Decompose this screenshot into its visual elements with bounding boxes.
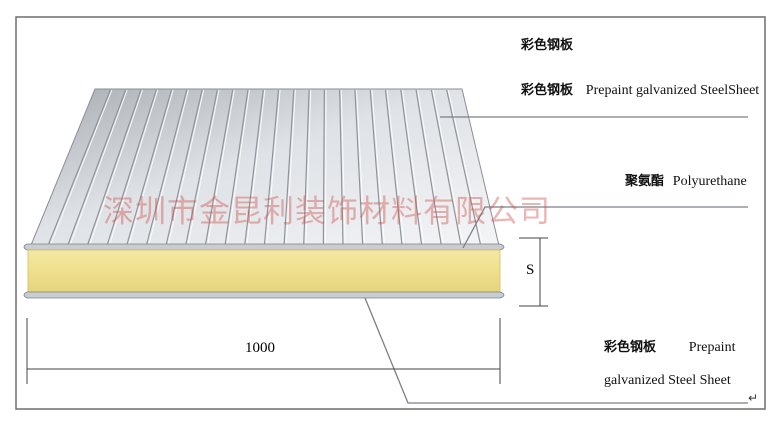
rib-line [106, 89, 157, 245]
rib-highlight [246, 89, 266, 245]
rib-highlight [187, 89, 220, 245]
rib-line [87, 89, 142, 245]
label-core-en: Polyurethane [672, 174, 747, 189]
rib-line [400, 89, 423, 245]
width-dimension [26, 318, 501, 384]
rib-highlight [168, 89, 205, 245]
rib-highlight [305, 89, 312, 245]
rib-line [384, 89, 403, 245]
thickness-label: S [526, 262, 535, 278]
rib-highlight [340, 89, 346, 245]
rib-highlight [207, 89, 235, 245]
rib-line [303, 89, 310, 245]
rib-highlight [417, 89, 444, 245]
thickness-dimension [519, 237, 548, 307]
rib-highlight [128, 89, 174, 245]
rib-line [224, 89, 249, 245]
rib-highlight [148, 89, 189, 245]
rib-highlight [401, 89, 425, 245]
rib-highlight [89, 89, 143, 245]
leader-bottom-sheet [364, 297, 748, 404]
bottom-steel-sheet [23, 291, 505, 299]
label-top-sheet-en: Prepaint galvanized SteelSheet [585, 83, 760, 98]
label-bottom-sheet-en-2: galvanized Steel Sheet [604, 373, 731, 388]
rib-line [283, 89, 295, 245]
top-sheet-edge [23, 243, 505, 251]
rib-line [146, 89, 188, 245]
width-label: 1000 [245, 340, 275, 356]
label-bottom-sheet-cn: 彩色钢板 [604, 340, 657, 355]
label-top-sheet-cn-1: 彩色钢板 [521, 38, 574, 53]
steel-ribs [48, 89, 484, 245]
rib-line [322, 89, 325, 245]
rib-line [430, 89, 462, 245]
rib-highlight [69, 89, 128, 245]
polyurethane-core [27, 249, 501, 293]
rib-highlight [432, 89, 464, 245]
label-bottom-sheet-en-1: Prepaint [688, 340, 736, 355]
rib-line [415, 89, 442, 245]
label-core: 聚氨酯 Polyurethane [625, 171, 747, 191]
return-mark: ↵ [748, 391, 759, 405]
watermark-text: 深圳市金昆利装饰材料有限公司 [103, 194, 551, 230]
rib-highlight [356, 89, 366, 245]
rib-line [263, 89, 280, 245]
rib-line [126, 89, 173, 245]
rib-line [48, 89, 111, 245]
rib-highlight [226, 89, 251, 245]
rib-line [244, 89, 264, 245]
rib-highlight [447, 89, 484, 245]
rib-line [369, 89, 383, 245]
rib-highlight [285, 89, 296, 245]
label-top-sheet: 彩色钢板 Prepaint galvanized SteelSheet [521, 80, 759, 100]
rib-highlight [50, 89, 113, 245]
rib-highlight [371, 89, 385, 245]
rib-line [185, 89, 218, 245]
rib-line [354, 89, 364, 245]
rib-line [67, 89, 127, 245]
leader-core [462, 206, 748, 249]
rib-highlight [266, 89, 281, 245]
rib-highlight [109, 89, 159, 245]
label-top-sheet-cn-2: 彩色钢板 [521, 83, 574, 98]
rib-line [165, 89, 203, 245]
label-bottom-sheet-line1: 彩色钢板 Prepaint [604, 337, 735, 357]
label-core-cn: 聚氨酯 [625, 174, 665, 189]
rib-highlight [386, 89, 405, 245]
rib-line [205, 89, 234, 245]
rib-line [446, 89, 481, 245]
rib-line [339, 89, 344, 245]
outer-frame [15, 16, 766, 410]
